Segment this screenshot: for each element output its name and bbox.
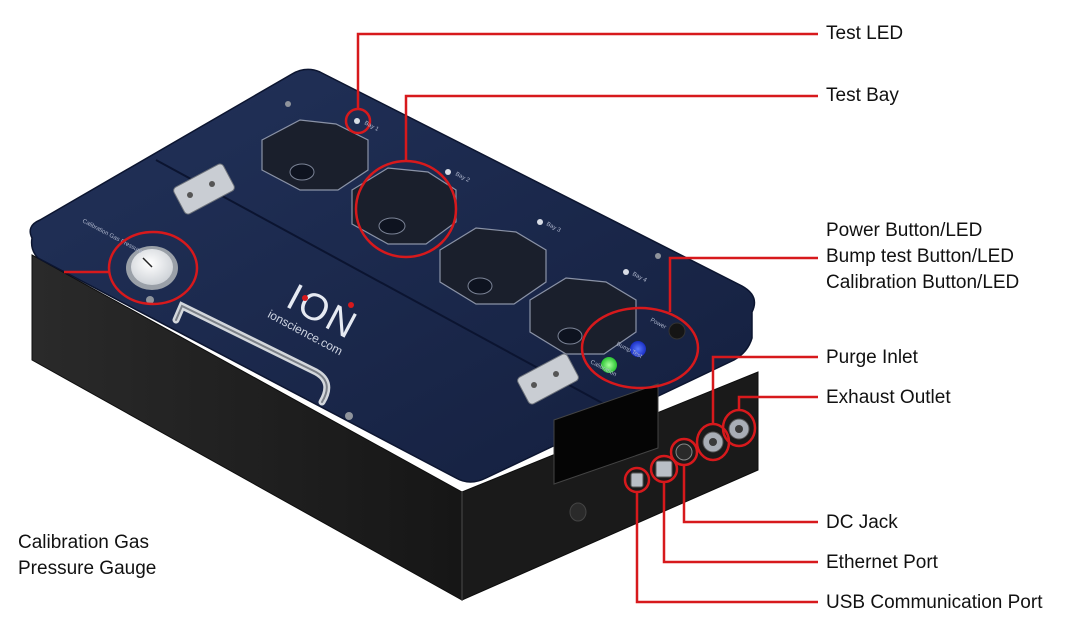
leader-exhaust xyxy=(737,395,818,410)
test-led-2 xyxy=(445,169,451,175)
label-gauge-line-1: Calibration Gas xyxy=(18,532,149,553)
callout-circle-gauge xyxy=(107,230,199,306)
pressure-gauge xyxy=(126,246,178,290)
dc-jack xyxy=(675,443,693,461)
logo-dot xyxy=(302,295,308,301)
label-gauge-line-2: Pressure Gauge xyxy=(18,558,157,579)
label-power-button: Power Button/LED xyxy=(826,220,983,241)
test-bay-1 xyxy=(261,119,369,191)
latch-left xyxy=(173,163,235,215)
purge-inlet-core xyxy=(709,438,717,446)
label-exhaust-outlet: Exhaust Outlet xyxy=(826,387,951,408)
label-bump-button: Bump test Button/LED xyxy=(826,246,1014,267)
label-calibration-button: Calibration Button/LED xyxy=(826,272,1020,293)
leader-test-led xyxy=(356,32,818,109)
logo-dot xyxy=(348,302,354,308)
test-bay-3 xyxy=(439,227,547,305)
test-led-4 xyxy=(623,269,629,275)
label-test-bay: Test Bay xyxy=(826,85,899,106)
leader-test-bay xyxy=(404,94,818,161)
label-test-led: Test LED xyxy=(826,23,904,44)
leader-purge xyxy=(711,355,818,424)
label-usb-port: USB Communication Port xyxy=(826,592,1043,613)
usb-port xyxy=(630,472,644,488)
callout-circle-buttons xyxy=(580,306,700,390)
screw xyxy=(345,412,353,420)
test-led-1 xyxy=(354,118,360,124)
leader-buttons xyxy=(668,256,818,312)
screw xyxy=(146,296,154,304)
screw xyxy=(655,253,661,259)
test-led-3 xyxy=(537,219,543,225)
leader-ethernet xyxy=(662,482,818,564)
test-bay-4 xyxy=(529,277,637,355)
label-ethernet-port: Ethernet Port xyxy=(826,552,938,573)
latch-right xyxy=(517,353,579,405)
bump-test-led[interactable] xyxy=(630,341,646,357)
label-dc-jack: DC Jack xyxy=(826,512,898,533)
leader-usb xyxy=(635,492,818,604)
label-gauge: Calibration Gas Pressure Gauge xyxy=(18,530,156,582)
lid-seam xyxy=(155,159,605,405)
calibration-led[interactable] xyxy=(601,357,617,373)
ethernet-port xyxy=(655,460,673,478)
label-buttons: Power Button/LED Bump test Button/LED Ca… xyxy=(826,218,1019,296)
front-knob xyxy=(569,502,587,522)
power-led[interactable] xyxy=(668,322,686,340)
carry-handle-shadow xyxy=(175,304,328,403)
test-bay-2 xyxy=(351,167,457,245)
front-window xyxy=(553,383,659,485)
leader-dc xyxy=(682,465,818,524)
label-purge-inlet: Purge Inlet xyxy=(826,347,918,368)
exhaust-outlet-core xyxy=(735,425,743,433)
screw xyxy=(285,101,291,107)
